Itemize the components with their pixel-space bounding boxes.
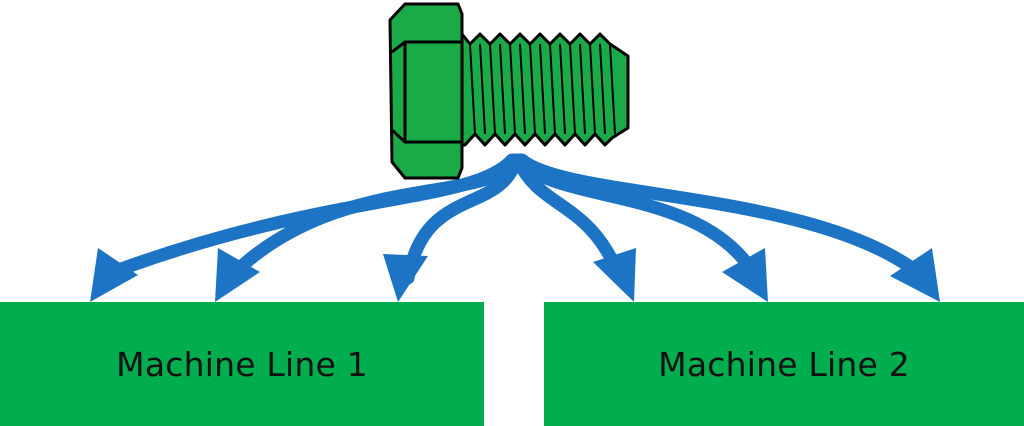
arrow-to-line-2-right — [515, 153, 932, 285]
machine-line-1: Machine Line 1 — [0, 302, 484, 426]
arrow-to-line-2-left — [511, 153, 627, 285]
bolt-thread-lines — [469, 43, 616, 135]
bolt-thread-groove — [569, 43, 576, 135]
arrow-to-line-1-right — [401, 153, 523, 285]
arrow-to-line-1-middle — [225, 153, 521, 282]
distribution-arrows — [90, 153, 940, 302]
arrowhead-line-2-middle — [722, 248, 768, 302]
bolt-thread-groove — [529, 43, 536, 135]
arrowhead-line-1-middle — [215, 248, 260, 302]
bolt-thread-groove — [509, 43, 516, 135]
bolt-thread-groove — [489, 43, 496, 135]
hex-bolt-icon — [388, 2, 630, 180]
bolt-thread-groove — [549, 43, 556, 135]
machine-line-2-box — [544, 302, 1024, 426]
arrowhead-line-1-right — [383, 254, 428, 302]
machine-line-2-label: Machine Line 2 — [658, 344, 910, 384]
arrowhead-line-2-left — [593, 248, 636, 302]
bolt-thread-groove — [599, 43, 606, 135]
bolt-thread-groove — [519, 43, 526, 135]
bolt-thread-groove — [579, 43, 586, 135]
machine-line-1-label: Machine Line 1 — [116, 344, 368, 384]
machine-line-1-box — [0, 302, 484, 426]
bolt-thread-groove — [469, 43, 476, 135]
bolt-head-face-lines — [390, 40, 462, 144]
bolt-thread-groove — [609, 43, 616, 135]
arrowhead-line-2-right — [890, 248, 940, 302]
bolt-thread-groove — [499, 43, 506, 135]
bolt-thread-groove — [589, 43, 596, 135]
bolt-thread-groove — [479, 43, 486, 135]
machine-line-2: Machine Line 2 — [544, 302, 1024, 426]
arrowhead-line-1-left — [90, 248, 138, 302]
bolt-thread-groove — [539, 43, 546, 135]
bolt-thread-groove — [559, 43, 566, 135]
bolt-head — [388, 2, 464, 180]
